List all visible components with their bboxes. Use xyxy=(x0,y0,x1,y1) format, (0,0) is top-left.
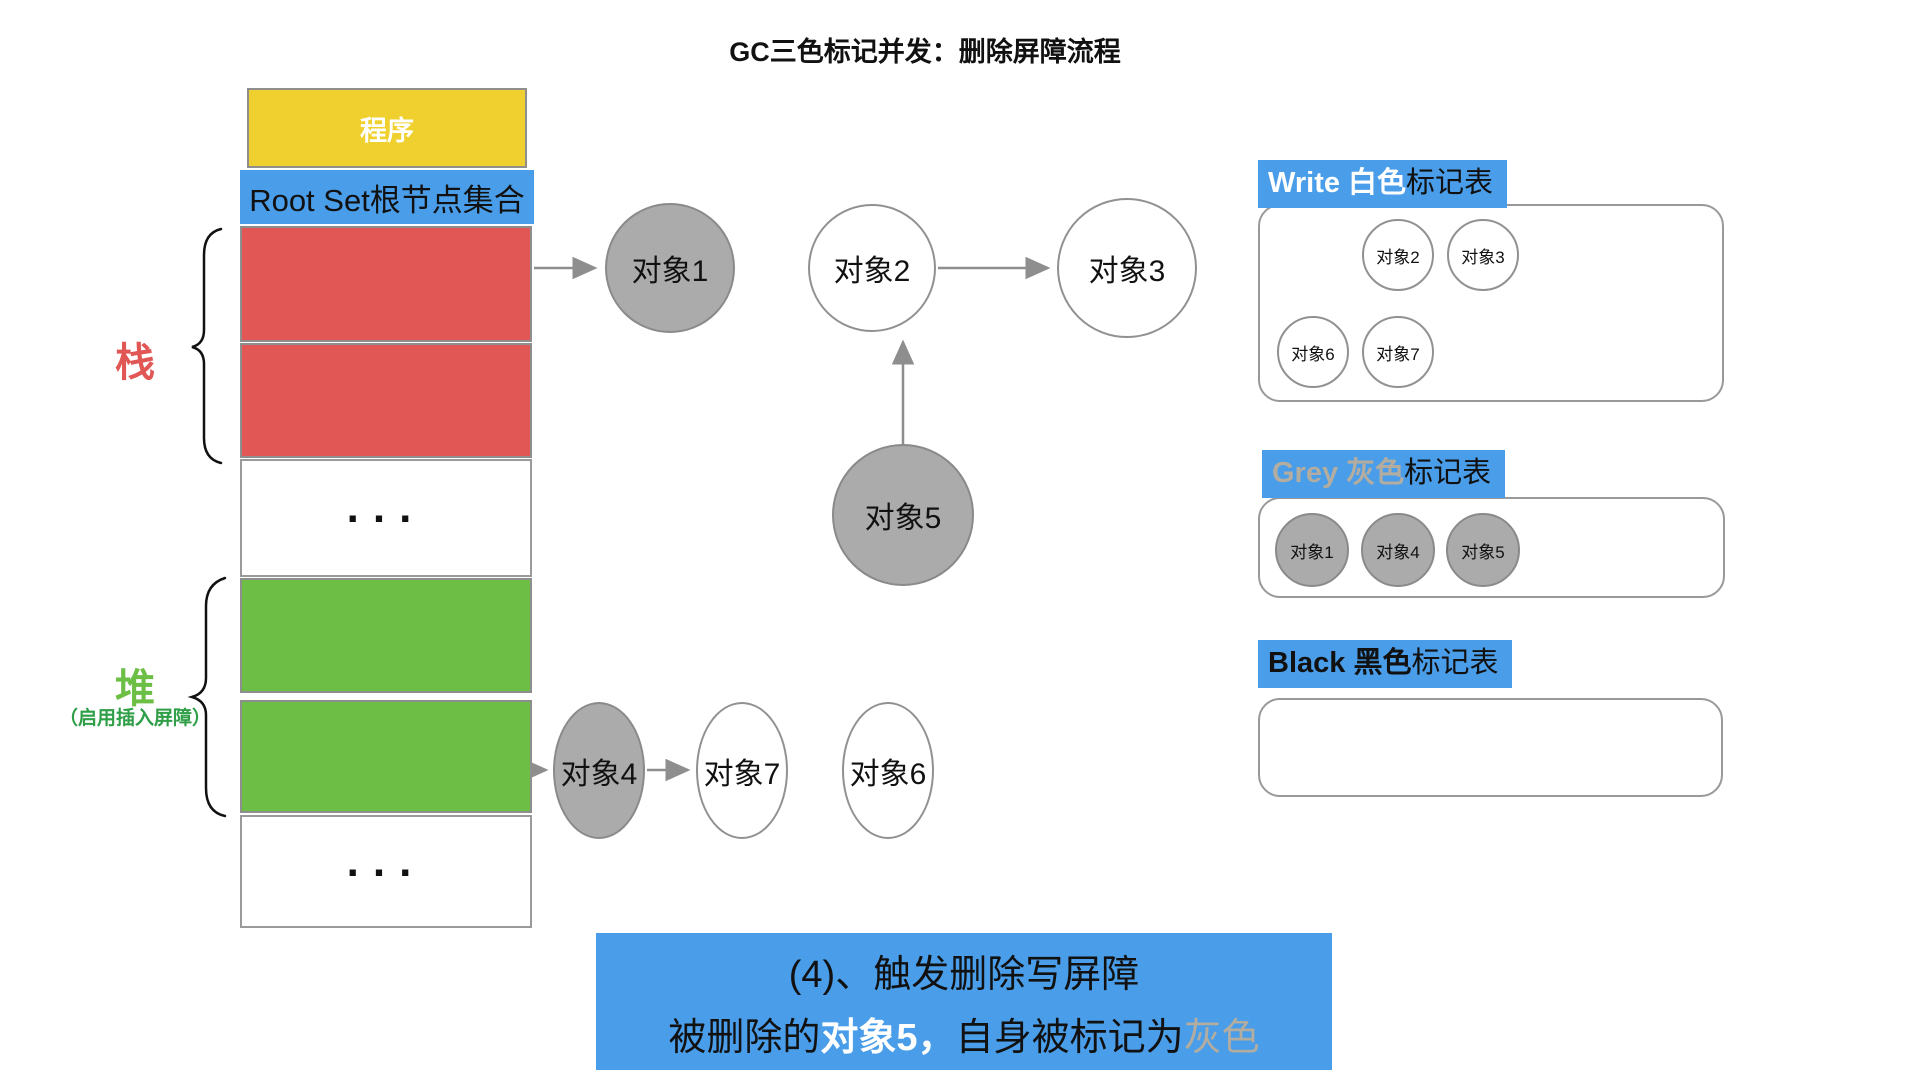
node-obj4: 对象4 xyxy=(553,702,645,839)
caption-line1: (4)、触发删除写屏障 xyxy=(788,953,1140,996)
root-set-label: Root Set根节点集合 xyxy=(249,182,525,218)
grey-item-label: 对象5 xyxy=(1461,542,1505,562)
node-obj6: 对象6 xyxy=(842,702,934,839)
grey-table-item-obj4: 对象4 xyxy=(1361,513,1435,587)
stack-slot-1 xyxy=(240,226,532,342)
grey-table-title-en: Grey 灰色 xyxy=(1272,457,1405,489)
white-item-label: 对象2 xyxy=(1376,247,1420,267)
root-set-box: Root Set根节点集合 xyxy=(240,170,534,224)
white-table-item-obj3: 对象3 xyxy=(1447,219,1519,291)
black-table-box xyxy=(1258,698,1723,797)
caption-line2-middle: 自身被标记为 xyxy=(955,1016,1184,1059)
node-obj5: 对象5 xyxy=(832,444,974,586)
node-obj7-label: 对象7 xyxy=(703,757,781,791)
node-obj2: 对象2 xyxy=(808,204,936,332)
stack-brace xyxy=(191,227,223,465)
grey-table-header: Grey 灰色标记表 xyxy=(1262,450,1506,498)
node-obj3-label: 对象3 xyxy=(1088,255,1166,288)
white-table-title-suffix: 标记表 xyxy=(1406,167,1494,199)
heap-region-label: 堆 xyxy=(115,667,155,711)
diagram-title: GC三色标记并发：删除屏障流程 xyxy=(729,37,1121,67)
node-obj2-label: 对象2 xyxy=(833,255,911,288)
white-item-label: 对象7 xyxy=(1376,344,1420,364)
grey-table-item-obj1: 对象1 xyxy=(1275,513,1349,587)
heap-ellipsis-box: ... xyxy=(240,815,532,928)
grey-item-label: 对象1 xyxy=(1290,542,1334,562)
heap-note-label: （启用插入屏障） xyxy=(58,708,211,729)
black-table-title-suffix: 标记表 xyxy=(1411,647,1499,679)
white-table-header: Write 白色标记表 xyxy=(1258,160,1508,208)
node-obj4-label: 对象4 xyxy=(560,757,638,791)
node-obj6-label: 对象6 xyxy=(849,757,927,791)
heap-slot-2 xyxy=(240,700,532,813)
node-obj1: 对象1 xyxy=(605,203,735,333)
stack-slot-2 xyxy=(240,343,532,458)
grey-table-title-suffix: 标记表 xyxy=(1404,457,1492,489)
caption-line2: 被删除的对象5，自身被标记为灰色 xyxy=(668,1006,1259,1061)
node-obj1-label: 对象1 xyxy=(631,255,709,288)
heap-slot-1 xyxy=(240,578,532,693)
caption-line2-prefix: 被删除的 xyxy=(668,1016,821,1059)
white-item-label: 对象6 xyxy=(1291,344,1335,364)
white-table-item-obj2: 对象2 xyxy=(1362,219,1434,291)
node-obj3: 对象3 xyxy=(1057,198,1197,338)
caption-line2-highlight: 对象5， xyxy=(820,1016,956,1059)
white-table-item-obj7: 对象7 xyxy=(1362,316,1434,388)
program-box: 程序 xyxy=(247,88,527,168)
black-table-header: Black 黑色标记表 xyxy=(1258,640,1513,688)
grey-item-label: 对象4 xyxy=(1376,542,1420,562)
node-obj7: 对象7 xyxy=(696,702,788,839)
node-obj5-label: 对象5 xyxy=(864,502,942,535)
program-label: 程序 xyxy=(360,115,414,146)
caption-line2-grey-word: 灰色 xyxy=(1183,1016,1260,1059)
grey-table-item-obj5: 对象5 xyxy=(1446,513,1520,587)
stack-ellipsis-box: ... xyxy=(240,459,532,577)
black-table-title-en: Black 黑色 xyxy=(1268,647,1412,679)
stack-region-label: 栈 xyxy=(115,341,155,385)
step-caption: (4)、触发删除写屏障 被删除的对象5，自身被标记为灰色 xyxy=(596,933,1332,1070)
white-item-label: 对象3 xyxy=(1461,247,1505,267)
white-table-title-en: Write 白色 xyxy=(1268,167,1407,199)
heap-brace xyxy=(187,576,227,818)
white-table-item-obj6: 对象6 xyxy=(1277,316,1349,388)
